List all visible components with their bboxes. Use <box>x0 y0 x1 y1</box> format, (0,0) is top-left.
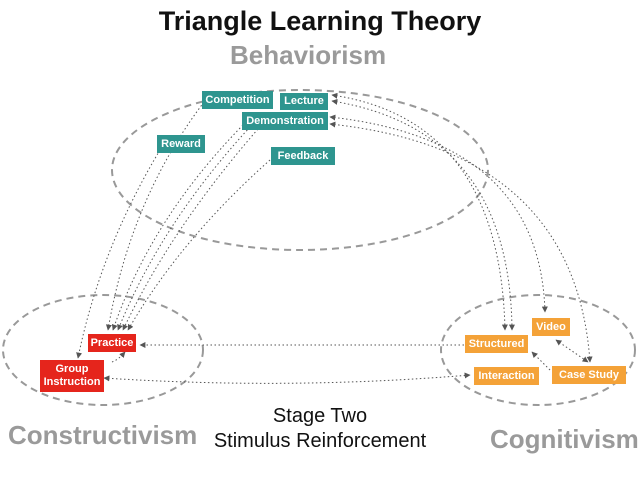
connector-feedback-practice <box>127 159 271 331</box>
behaviorism-label: Behaviorism <box>230 40 387 70</box>
stage-caption-line2: Stimulus Reinforcement <box>213 430 427 452</box>
node-demonstration: Demonstration <box>242 112 328 130</box>
connector-demo-practice-1 <box>111 124 244 331</box>
node-group-instruction: Group Instruction <box>40 360 104 392</box>
node-reward: Reward <box>157 135 205 153</box>
node-case-study: Case Study <box>552 366 626 384</box>
node-competition: Competition <box>202 91 273 109</box>
connector-demo-casestudy <box>329 121 593 363</box>
node-feedback: Feedback <box>271 147 335 165</box>
connector-demo-practice-2 <box>117 126 251 331</box>
node-lecture: Lecture <box>280 93 328 110</box>
connector-group-interaction <box>103 372 471 384</box>
node-practice: Practice <box>88 334 136 352</box>
connector-demo-practice-3 <box>122 128 259 331</box>
connector-interaction-structured <box>531 351 551 371</box>
stage-caption: Stage Two Stimulus Reinforcement <box>170 404 470 454</box>
connector-demo-video <box>329 114 548 313</box>
constructivism-ellipse <box>2 294 204 406</box>
diagram-title: Triangle Learning Theory <box>158 6 482 36</box>
node-structured: Structured <box>465 335 528 353</box>
node-group-instruction-line1: Group <box>55 363 89 375</box>
constructivism-label: Constructivism <box>8 420 198 450</box>
connector-lecture-structured-2 <box>331 98 515 331</box>
connector-reward-group <box>76 149 161 359</box>
connector-video-casestudy <box>555 339 589 363</box>
node-video: Video <box>532 318 570 336</box>
node-group-instruction-line2: Instruction <box>43 376 101 388</box>
cognitivism-label: Cognitivism <box>490 424 639 454</box>
stage-caption-line1: Stage Two <box>272 405 368 427</box>
node-interaction: Interaction <box>474 367 539 385</box>
connector-group-practice <box>111 351 126 363</box>
connector-competition-practice <box>105 101 205 331</box>
connector-lecture-structured-1 <box>331 92 508 331</box>
